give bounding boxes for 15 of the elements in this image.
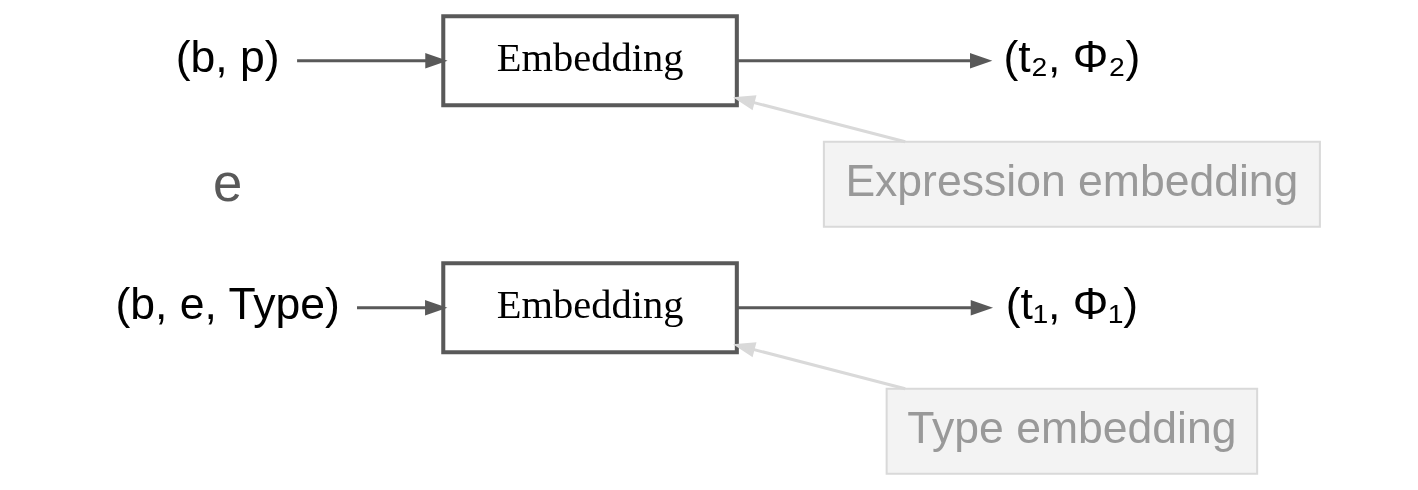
node-text: (b, e, Type) xyxy=(114,279,340,329)
node-text: (t₂, Φ₂) xyxy=(1002,32,1140,82)
node-box: Type embedding xyxy=(885,387,1258,475)
node-box: Embedding xyxy=(440,261,739,355)
arrow xyxy=(736,299,993,316)
arrow xyxy=(296,52,448,69)
arrow xyxy=(732,342,906,391)
arrow xyxy=(732,95,906,144)
node-text: (b, p) xyxy=(175,32,280,82)
arrow xyxy=(356,299,447,316)
node-box: Embedding xyxy=(440,14,739,108)
node-box: Expression embedding xyxy=(822,140,1321,228)
label: e xyxy=(212,153,242,213)
arrow xyxy=(736,52,992,69)
node-text: (t₁, Φ₁) xyxy=(1005,279,1138,329)
